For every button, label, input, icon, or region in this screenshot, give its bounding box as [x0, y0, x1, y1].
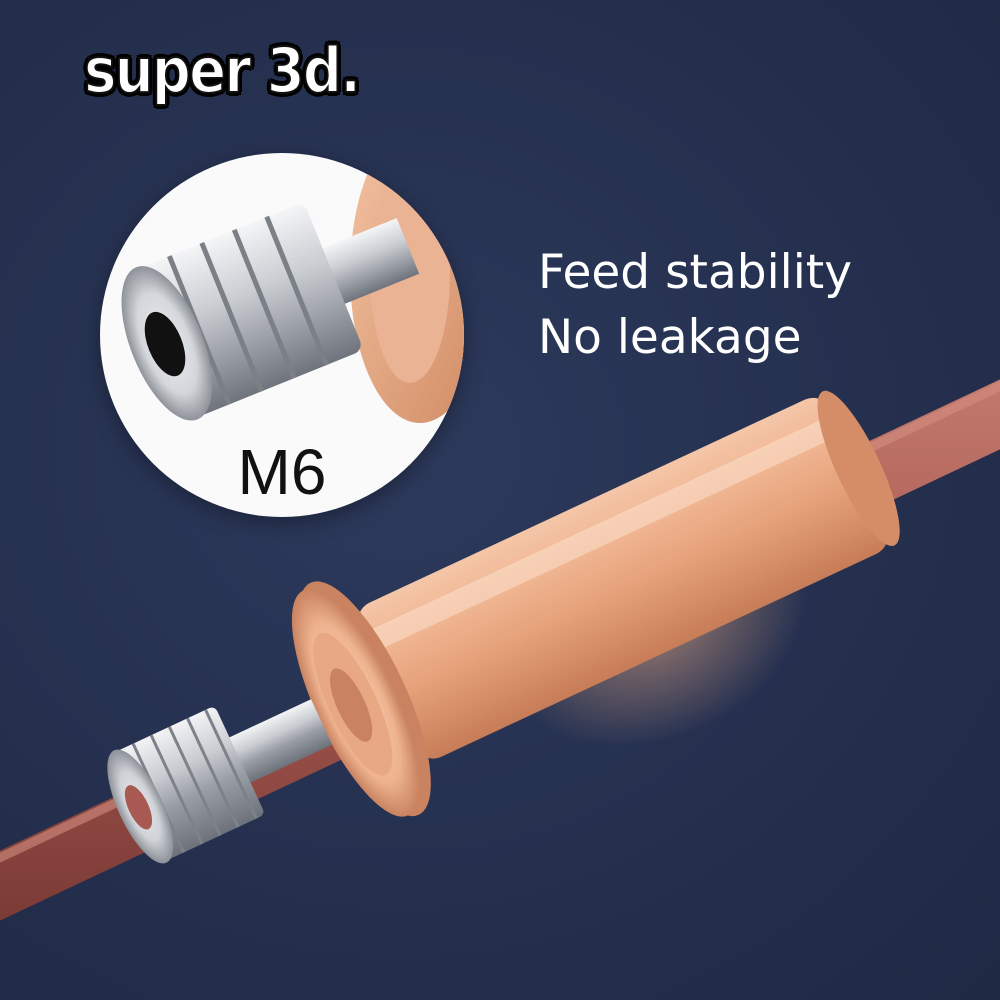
feature-feed-stability: Feed stability: [538, 245, 853, 300]
brand-logo: super 3d.: [83, 33, 362, 108]
feature-no-leakage: No leakage: [538, 310, 802, 365]
thread-size-label: M6: [237, 436, 327, 508]
feature-list: Feed stability No leakage: [538, 240, 852, 370]
steel-thread: [107, 699, 333, 864]
thread-detail-callout: M6: [100, 153, 464, 517]
thread-closeup-image: [121, 153, 464, 423]
copper-sleeve: [291, 390, 900, 817]
